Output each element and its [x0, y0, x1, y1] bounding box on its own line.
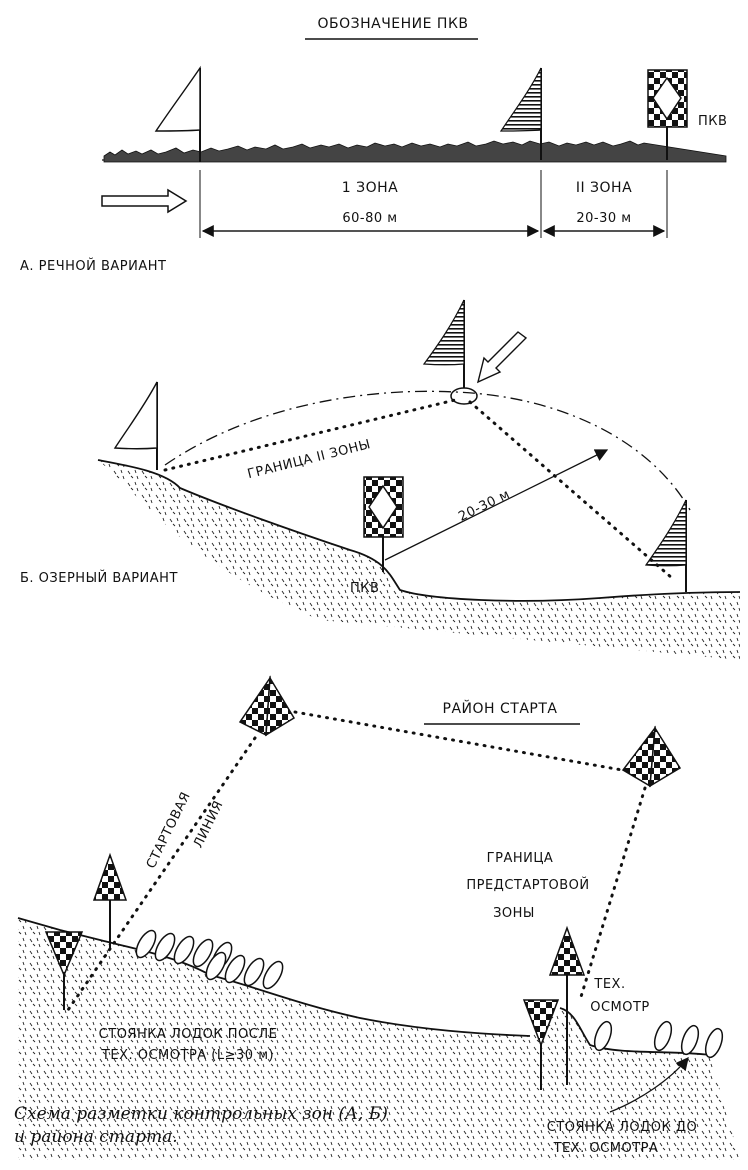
zone1-distance: 60-80 м	[342, 211, 397, 226]
parking-pointer-arrow	[609, 1056, 689, 1113]
boats-after-inspection	[135, 929, 284, 990]
boundary-label: ГРАНИЦА II ЗОНЫ	[246, 437, 372, 482]
zone-boundary-arc	[164, 390, 691, 511]
pkv-sign-icon	[647, 69, 688, 160]
variant-a-label: А. РЕЧНОЙ ВАРИАНТ	[20, 258, 166, 274]
inverted-triangle-marker-icon	[522, 999, 560, 1090]
zone2-distance: 20-30 м	[576, 211, 631, 226]
zone2-label: II ЗОНА	[576, 180, 632, 196]
lake-shore-ground	[97, 459, 741, 660]
start-line-label-1: СТАРТОВАЯ	[144, 790, 194, 871]
boundary-dotted-line	[468, 400, 674, 580]
caption-line-2: и района старта.	[14, 1127, 178, 1147]
zone1-label: 1 ЗОНА	[342, 180, 398, 196]
distance-label: 20-30 м	[456, 487, 512, 525]
white-flag-icon	[113, 381, 158, 470]
checkered-pyramid-buoy-icon	[621, 725, 682, 788]
striped-flag-icon	[422, 299, 465, 392]
start-boundary-dotted-line	[293, 710, 624, 772]
boundary-dotted-line	[163, 398, 457, 472]
prestart-label-1: ГРАНИЦА	[487, 851, 554, 866]
river-bank-ground	[102, 140, 727, 163]
caption-line-1: Схема разметки контрольных зон (А, Б)	[14, 1104, 388, 1124]
checkered-pyramid-buoy-icon	[238, 675, 296, 737]
section-c-start-area: РАЙОН СТАРТА	[17, 675, 740, 1160]
pkv-sign-icon	[363, 476, 404, 572]
prestart-label-3: ЗОНЫ	[493, 906, 535, 921]
section-b-lake-variant: ПКВ 20-30 м ГРАНИЦА II ЗОНЫ Б. ОЗЕРНЫЙ В…	[20, 299, 741, 660]
parking-before-label-1: СТОЯНКА ЛОДОК ДО	[547, 1120, 697, 1135]
triangle-marker-icon	[548, 925, 586, 1085]
start-area-title: РАЙОН СТАРТА	[443, 699, 558, 717]
section-a-river-variant: ОБОЗНАЧЕНИЕ ПКВ ПКВ	[20, 16, 727, 274]
distance-arrow	[384, 449, 609, 561]
striped-flag-icon	[644, 499, 687, 592]
parking-before-label-2: ТЕХ. ОСМОТРА	[553, 1141, 659, 1156]
buoy-icon	[450, 387, 478, 405]
triangle-marker-icon	[92, 852, 128, 950]
striped-flag-icon	[499, 67, 542, 160]
boats-before-inspection	[593, 1020, 724, 1059]
variant-b-label: Б. ОЗЕРНЫЙ ВАРИАНТ	[20, 570, 178, 586]
parking-after-label-1: СТОЯНКА ЛОДОК ПОСЛЕ	[99, 1027, 278, 1042]
inverted-triangle-marker-icon	[44, 931, 84, 1010]
parking-after-label-2: ТЕХ. ОСМОТРА (L≥30 м)	[101, 1048, 274, 1063]
inspection-label-2: ОСМОТР	[590, 1000, 650, 1015]
current-direction-arrow	[101, 188, 188, 214]
pkv-label: ПКВ	[350, 581, 379, 596]
approach-arrow	[476, 331, 528, 384]
inspection-label-1: ТЕХ.	[593, 977, 625, 992]
prestart-boundary-dotted-line	[578, 786, 647, 1002]
start-line-dotted	[66, 736, 257, 1012]
white-flag-icon	[154, 65, 201, 162]
pkv-label: ПКВ	[698, 114, 727, 129]
section-a-title: ОБОЗНАЧЕНИЕ ПКВ	[317, 16, 468, 32]
prestart-label-2: ПРЕДСТАРТОВОЙ	[466, 877, 589, 893]
